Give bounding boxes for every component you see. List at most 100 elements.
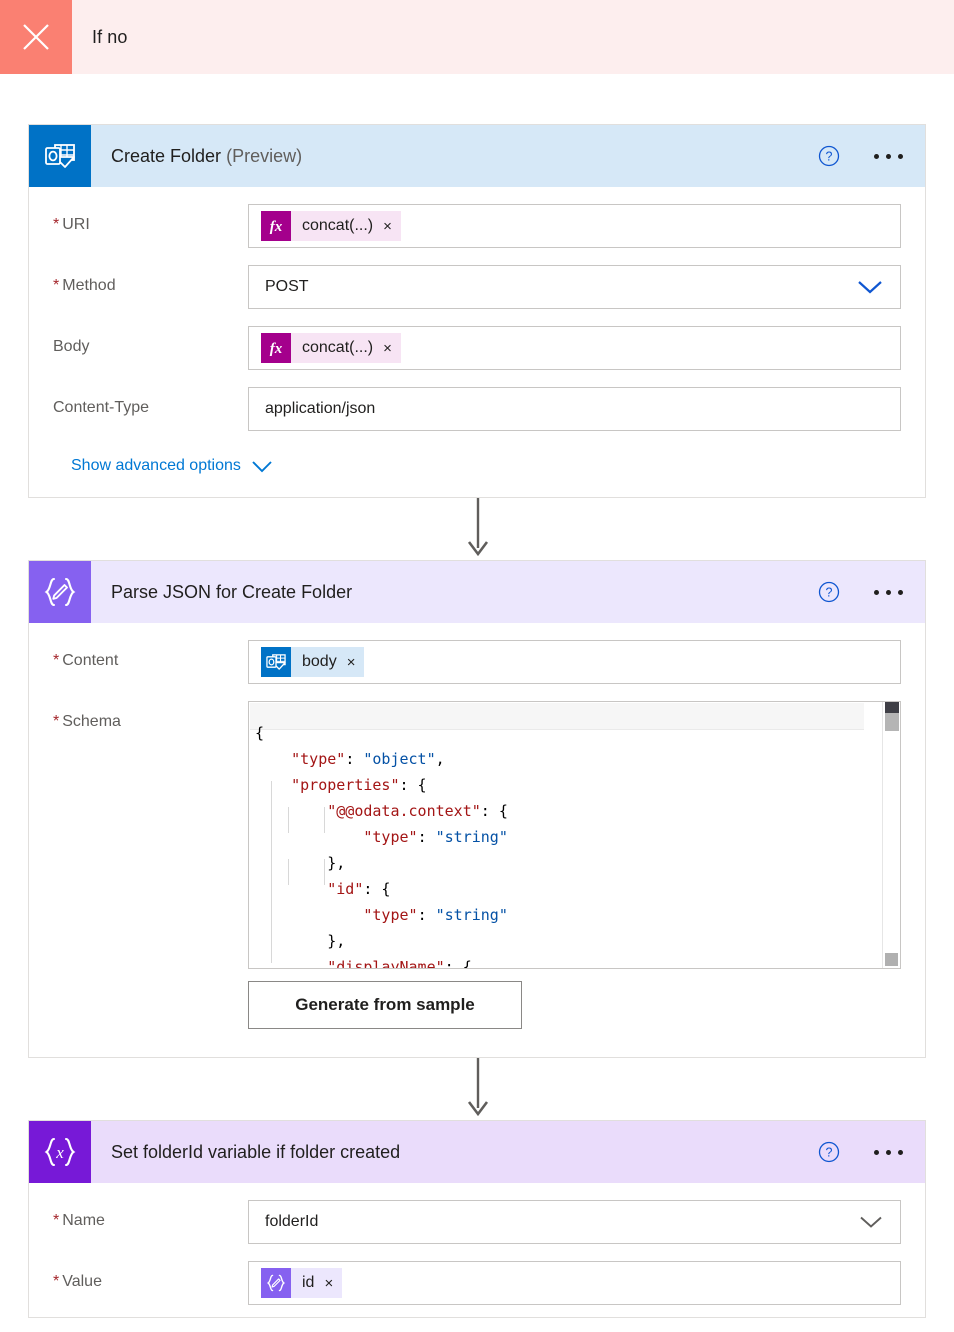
ellipsis-dot	[886, 1149, 891, 1155]
token-remove-icon[interactable]: ×	[383, 339, 392, 357]
ellipsis-dot	[898, 1149, 903, 1155]
chevron-down-icon	[252, 460, 272, 472]
field-label-uri: *URI	[53, 204, 248, 234]
set-variable-icon: x	[29, 1121, 91, 1183]
field-label-method: *Method	[53, 265, 248, 295]
scrollbar-thumb[interactable]	[885, 702, 899, 713]
method-dropdown[interactable]: POST	[248, 265, 901, 309]
form-row-body: Body fx concat(...) ×	[53, 326, 901, 370]
form-row-schema: *Schema { "type": "object", "properties"…	[53, 701, 901, 969]
required-asterisk: *	[53, 216, 60, 233]
card-header-set-variable[interactable]: x Set folderId variable if folder create…	[29, 1121, 925, 1183]
content-input[interactable]: body ×	[248, 640, 901, 684]
field-label-name: *Name	[53, 1200, 248, 1230]
required-asterisk: *	[53, 713, 60, 730]
svg-text:x: x	[55, 1143, 64, 1162]
outlook-icon	[261, 647, 291, 677]
indent-guide	[288, 807, 289, 833]
connector-arrow-2	[466, 1058, 490, 1120]
card-header-actions: ?	[818, 561, 905, 623]
label-text: Value	[62, 1273, 102, 1290]
ellipsis-icon[interactable]	[872, 148, 905, 165]
label-text: Name	[62, 1212, 105, 1229]
schema-code-editor[interactable]: { "type": "object", "properties": { "@@o…	[248, 701, 901, 969]
card-title-parse-json: Parse JSON for Create Folder	[111, 582, 352, 603]
parse-json-icon	[29, 561, 91, 623]
content-type-value: application/json	[265, 400, 376, 417]
chevron-down-icon[interactable]	[858, 1215, 884, 1230]
advanced-link-label: Show advanced options	[71, 457, 241, 474]
token-remove-icon[interactable]: ×	[346, 653, 356, 671]
variable-value-input[interactable]: id ×	[248, 1261, 901, 1305]
show-advanced-options-link[interactable]: Show advanced options	[71, 457, 273, 475]
variable-name-value: folderId	[265, 1213, 319, 1230]
label-text: Content-Type	[53, 399, 150, 416]
chevron-down-icon[interactable]	[856, 279, 884, 295]
generate-from-sample-button[interactable]: Generate from sample	[248, 981, 522, 1029]
token-remove-icon[interactable]: ×	[383, 217, 392, 235]
indent-guide	[288, 859, 289, 885]
token-chip-body[interactable]: body ×	[261, 647, 365, 677]
parse-json-icon	[261, 1268, 291, 1298]
card-header-parse-json[interactable]: Parse JSON for Create Folder ?	[29, 561, 925, 623]
token-remove-icon[interactable]: ×	[324, 1274, 334, 1292]
close-x-icon[interactable]	[0, 0, 72, 74]
content-type-input[interactable]: application/json	[248, 387, 901, 431]
token-chip-id[interactable]: id ×	[261, 1268, 343, 1298]
action-card-parse-json: Parse JSON for Create Folder ? *Content	[28, 560, 926, 1058]
label-text: Content	[62, 652, 119, 669]
token-chip-body: id ×	[291, 1268, 343, 1298]
token-chip-concat-body[interactable]: fx concat(...) ×	[261, 333, 401, 363]
label-text: Method	[62, 277, 116, 294]
form-row-method: *Method POST	[53, 265, 901, 309]
scrollbar-resize-handle[interactable]	[885, 953, 898, 966]
help-circle-icon[interactable]: ?	[818, 1141, 840, 1163]
action-card-create-folder: Create Folder (Preview) ? *URI	[28, 124, 926, 498]
field-label-value: *Value	[53, 1261, 248, 1291]
token-label: body	[302, 653, 337, 670]
body-input[interactable]: fx concat(...) ×	[248, 326, 901, 370]
ellipsis-dot	[886, 589, 891, 595]
card-title-set-variable: Set folderId variable if folder created	[111, 1142, 400, 1163]
ellipsis-icon[interactable]	[872, 1144, 905, 1161]
code-editor-scrollbar[interactable]	[882, 702, 900, 968]
code-active-line	[250, 703, 864, 730]
required-asterisk: *	[53, 1273, 60, 1290]
help-circle-icon[interactable]: ?	[818, 581, 840, 603]
method-value: POST	[265, 278, 309, 295]
svg-text:?: ?	[826, 586, 833, 600]
label-text: Body	[53, 338, 90, 355]
card-title-text: Set folderId variable if folder created	[111, 1141, 401, 1162]
scrollbar-thumb-grip[interactable]	[885, 713, 899, 731]
ellipsis-dot	[874, 589, 879, 595]
indent-guide	[324, 859, 325, 885]
connector-arrow-1	[466, 498, 490, 560]
help-circle-icon[interactable]: ?	[818, 145, 840, 167]
action-card-set-variable: x Set folderId variable if folder create…	[28, 1120, 926, 1318]
token-chip-concat-uri[interactable]: fx concat(...) ×	[261, 211, 401, 241]
svg-text:fx: fx	[270, 219, 283, 235]
card-title-text: Parse JSON for Create Folder	[111, 581, 353, 602]
branch-title: If no	[92, 26, 128, 47]
card-body-create-folder: *URI fx concat(...) ×	[29, 204, 925, 475]
token-chip-body: concat(...) ×	[291, 211, 401, 241]
token-chip-body: concat(...) ×	[291, 333, 401, 363]
uri-input[interactable]: fx concat(...) ×	[248, 204, 901, 248]
svg-text:fx: fx	[270, 341, 283, 357]
form-row-content: *Content	[53, 640, 901, 684]
card-header-create-folder[interactable]: Create Folder (Preview) ?	[29, 125, 925, 187]
ellipsis-dot	[898, 589, 903, 595]
ellipsis-dot	[874, 153, 879, 159]
field-label-schema: *Schema	[53, 701, 248, 731]
token-label: concat(...)	[302, 217, 374, 234]
field-label-body: Body	[53, 326, 248, 356]
token-label: id	[302, 1274, 315, 1291]
label-text: URI	[62, 216, 90, 233]
form-row-name: *Name folderId	[53, 1200, 901, 1244]
ellipsis-icon[interactable]	[872, 584, 905, 601]
indent-guide	[271, 781, 272, 963]
variable-name-dropdown[interactable]: folderId	[248, 1200, 901, 1244]
required-asterisk: *	[53, 652, 60, 669]
required-asterisk: *	[53, 277, 60, 294]
field-label-content: *Content	[53, 640, 248, 670]
